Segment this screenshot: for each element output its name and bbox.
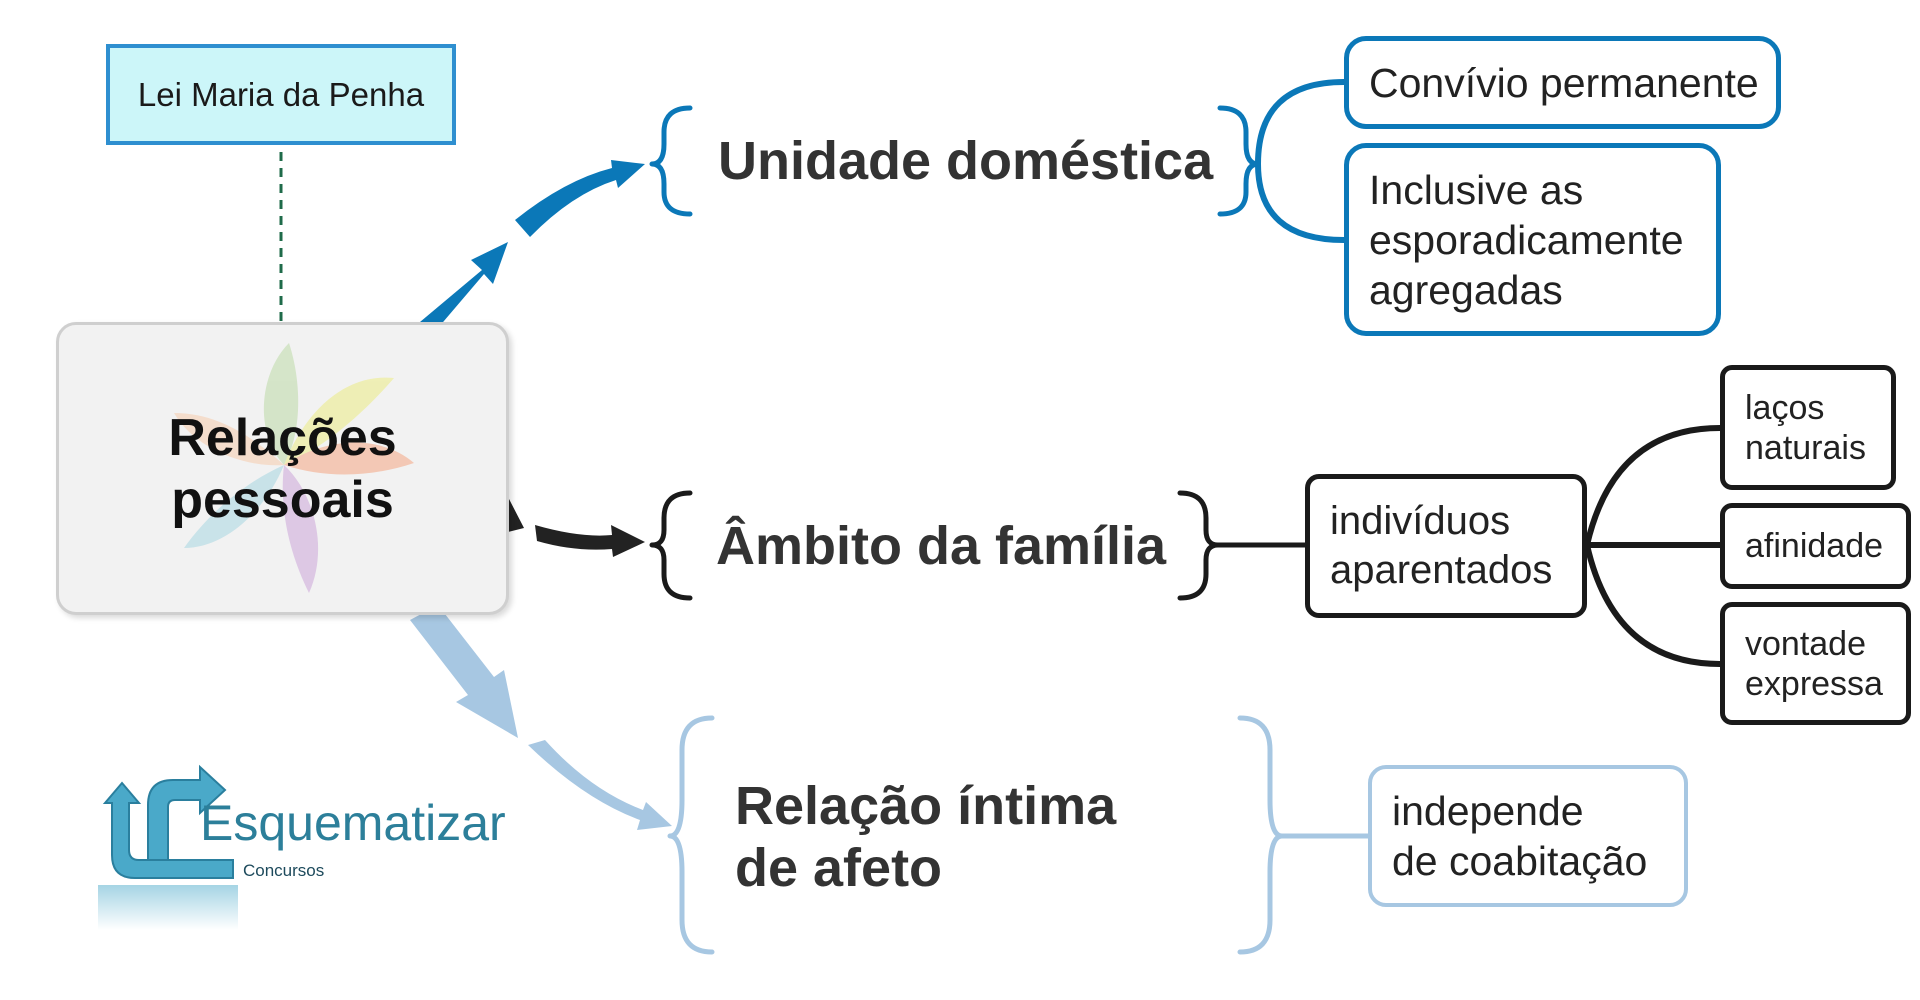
sub-detail-label: vontade expressa xyxy=(1745,624,1883,703)
arrow-to-unidade xyxy=(420,160,645,335)
sub-detail-label: afinidade xyxy=(1745,527,1884,565)
branch-title-relacao-intima: Relação íntima de afeto xyxy=(735,776,1117,898)
detail-independe-coabitacao: independe de coabitação xyxy=(1368,765,1688,907)
central-box: Relações pessoais xyxy=(56,322,509,615)
left-brace-unidade xyxy=(649,105,693,217)
branch-title-ambito-familia: Âmbito da família xyxy=(716,516,1167,576)
arrow-to-relacao xyxy=(410,605,672,830)
pinwheel-icon xyxy=(174,343,414,593)
fork-aparentados xyxy=(1584,425,1723,667)
sub-detail-vontade-expressa: vontade expressa xyxy=(1720,602,1911,725)
sub-detail-label: laços naturais xyxy=(1745,388,1866,467)
left-brace-ambito xyxy=(649,490,693,601)
right-brace-ambito xyxy=(1177,490,1221,601)
source-box: Lei Maria da Penha xyxy=(106,44,456,145)
branch-title-unidade-domestica: Unidade doméstica xyxy=(718,131,1214,191)
fork-unidade xyxy=(1255,79,1347,243)
sub-detail-afinidade: afinidade xyxy=(1720,503,1911,589)
detail-individuos-aparentados: indivíduos aparentados xyxy=(1305,474,1587,618)
detail-label: independe de coabitação xyxy=(1392,788,1648,884)
detail-esporadicamente-agregadas: Inclusive as esporadicamente agregadas xyxy=(1344,143,1721,336)
left-brace-relacao xyxy=(667,715,715,955)
source-label: Lei Maria da Penha xyxy=(137,75,425,113)
detail-label: indivíduos aparentados xyxy=(1330,499,1553,592)
detail-convivio-permanente: Convívio permanente xyxy=(1344,36,1781,129)
right-brace-unidade xyxy=(1217,105,1261,217)
detail-label: Inclusive as esporadicamente agregadas xyxy=(1369,166,1684,313)
arrows-logo-icon xyxy=(98,764,238,930)
right-brace-relacao xyxy=(1237,715,1285,955)
logo-subtitle: Concursos xyxy=(243,861,325,880)
logo-name: Esquematizar xyxy=(200,795,506,851)
arrow-to-ambito xyxy=(508,497,645,557)
central-title: Relações pessoais xyxy=(168,408,397,529)
detail-label: Convívio permanente xyxy=(1369,59,1759,106)
sub-detail-lacos-naturais: laços naturais xyxy=(1720,365,1896,490)
